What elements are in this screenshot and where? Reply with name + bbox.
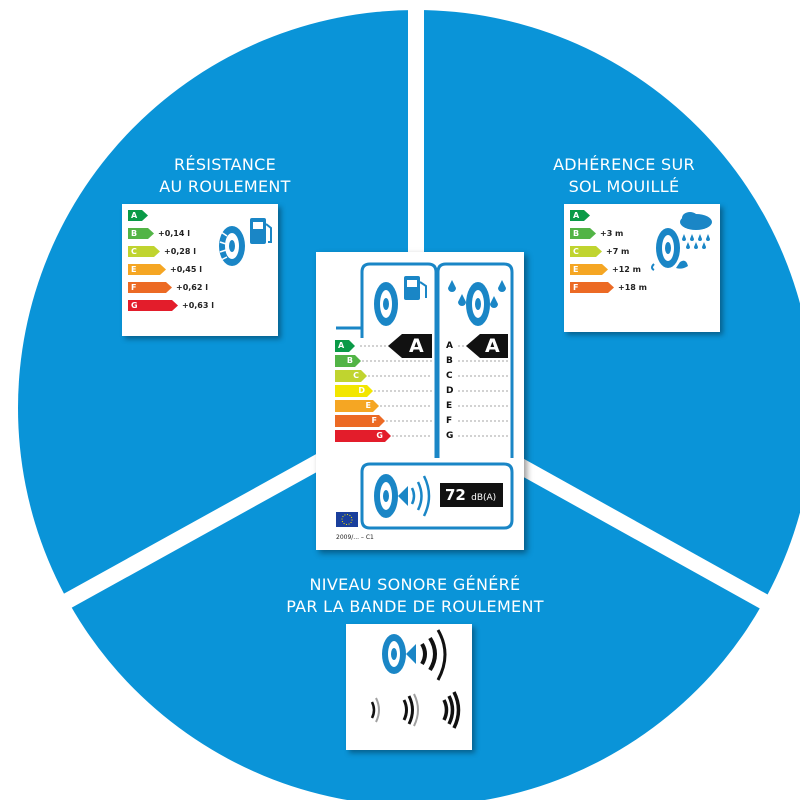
heading-wet-grip: ADHÉRENCE SUR SOL MOUILLÉ [514, 154, 734, 198]
wet-scale-letter: B [446, 356, 453, 366]
grade-bar: E [128, 264, 166, 275]
wet-scale-letter: A [446, 341, 453, 351]
tire-rain-cloud-icon [651, 212, 712, 271]
wet-scale-letter: F [446, 416, 453, 426]
label-tire-rain-icon [448, 280, 506, 326]
heading-line: NIVEAU SONORE GÉNÉRÉ [309, 575, 521, 594]
grade-bar: C [128, 246, 160, 257]
grade-value: +12 m [612, 265, 641, 274]
fuel-panel-outline [360, 262, 438, 458]
heading-line: SOL MOUILLÉ [568, 177, 680, 196]
fuel-rating: A [409, 335, 424, 357]
fuel-scale-bar: C [335, 370, 367, 382]
wet-scale-letter: D [446, 386, 454, 396]
label-tire-fuel-icon [374, 276, 427, 326]
grade-bar: B [570, 228, 596, 239]
heading-line: RÉSISTANCE [174, 155, 276, 174]
grade-bar: E [570, 264, 608, 275]
tire-sound-waves-icon [370, 629, 461, 729]
rating-dotted-lines [360, 345, 508, 437]
heading-line: AU ROULEMENT [159, 177, 291, 196]
grade-bar: C [570, 246, 602, 257]
grade-value: +0,63 l [182, 301, 214, 310]
grade-bar: F [570, 282, 614, 293]
wet-grip-card: A B +3 m C +7 m E +12 m F +18 m [564, 204, 720, 332]
heading-line: PAR LA BANDE DE ROULEMENT [286, 597, 544, 616]
fuel-scale-bar: G [335, 430, 391, 442]
grade-value: +7 m [606, 247, 630, 256]
grade-bar: A [128, 210, 148, 221]
grade-value: +0,28 l [164, 247, 196, 256]
fuel-scale-bar: F [335, 415, 385, 427]
heading-rolling-resistance: RÉSISTANCE AU ROULEMENT [112, 154, 338, 198]
grade-value: +0,45 l [170, 265, 202, 274]
wet-scale-letter: E [446, 401, 453, 411]
fuel-rating-arrow [388, 334, 432, 358]
grade-bar: G [128, 300, 178, 311]
fuel-scale-bar: E [335, 400, 379, 412]
heading-noise: NIVEAU SONORE GÉNÉRÉ PAR LA BANDE DE ROU… [250, 574, 580, 618]
label-tire-noise-icon [374, 474, 431, 518]
noise-unit: dB(A) [471, 493, 497, 503]
grade-value: +0,62 l [176, 283, 208, 292]
regulation-text: 2009/... – C1 [336, 534, 374, 541]
noise-value-box: 72 dB(A) [440, 483, 503, 507]
heading-line: ADHÉRENCE SUR [553, 155, 695, 174]
fuel-scale-bar: B [335, 355, 361, 367]
wet-scale-letter: C [446, 371, 453, 381]
noise-value: 72 [445, 486, 466, 504]
wet-panel-outline [436, 262, 514, 458]
tire-fuel-pump-icon [219, 218, 272, 266]
grade-value: +18 m [618, 283, 647, 292]
fuel-scale-bar: A [335, 340, 355, 352]
grade-bar: A [570, 210, 590, 221]
wet-scale-letter: G [446, 431, 454, 441]
wet-rating: A [485, 335, 500, 357]
eu-flag-icon [336, 512, 358, 527]
noise-card [346, 624, 472, 750]
grade-value: +0,14 l [158, 229, 190, 238]
noise-panel-outline [360, 462, 514, 530]
rolling-resistance-card: A B +0,14 l C +0,28 l E +0,45 l F +0,62 … [122, 204, 278, 336]
wet-rating-arrow [466, 334, 508, 358]
grade-value: +3 m [600, 229, 624, 238]
grade-bar: B [128, 228, 154, 239]
fuel-scale-bar: D [335, 385, 373, 397]
grade-bar: F [128, 282, 172, 293]
